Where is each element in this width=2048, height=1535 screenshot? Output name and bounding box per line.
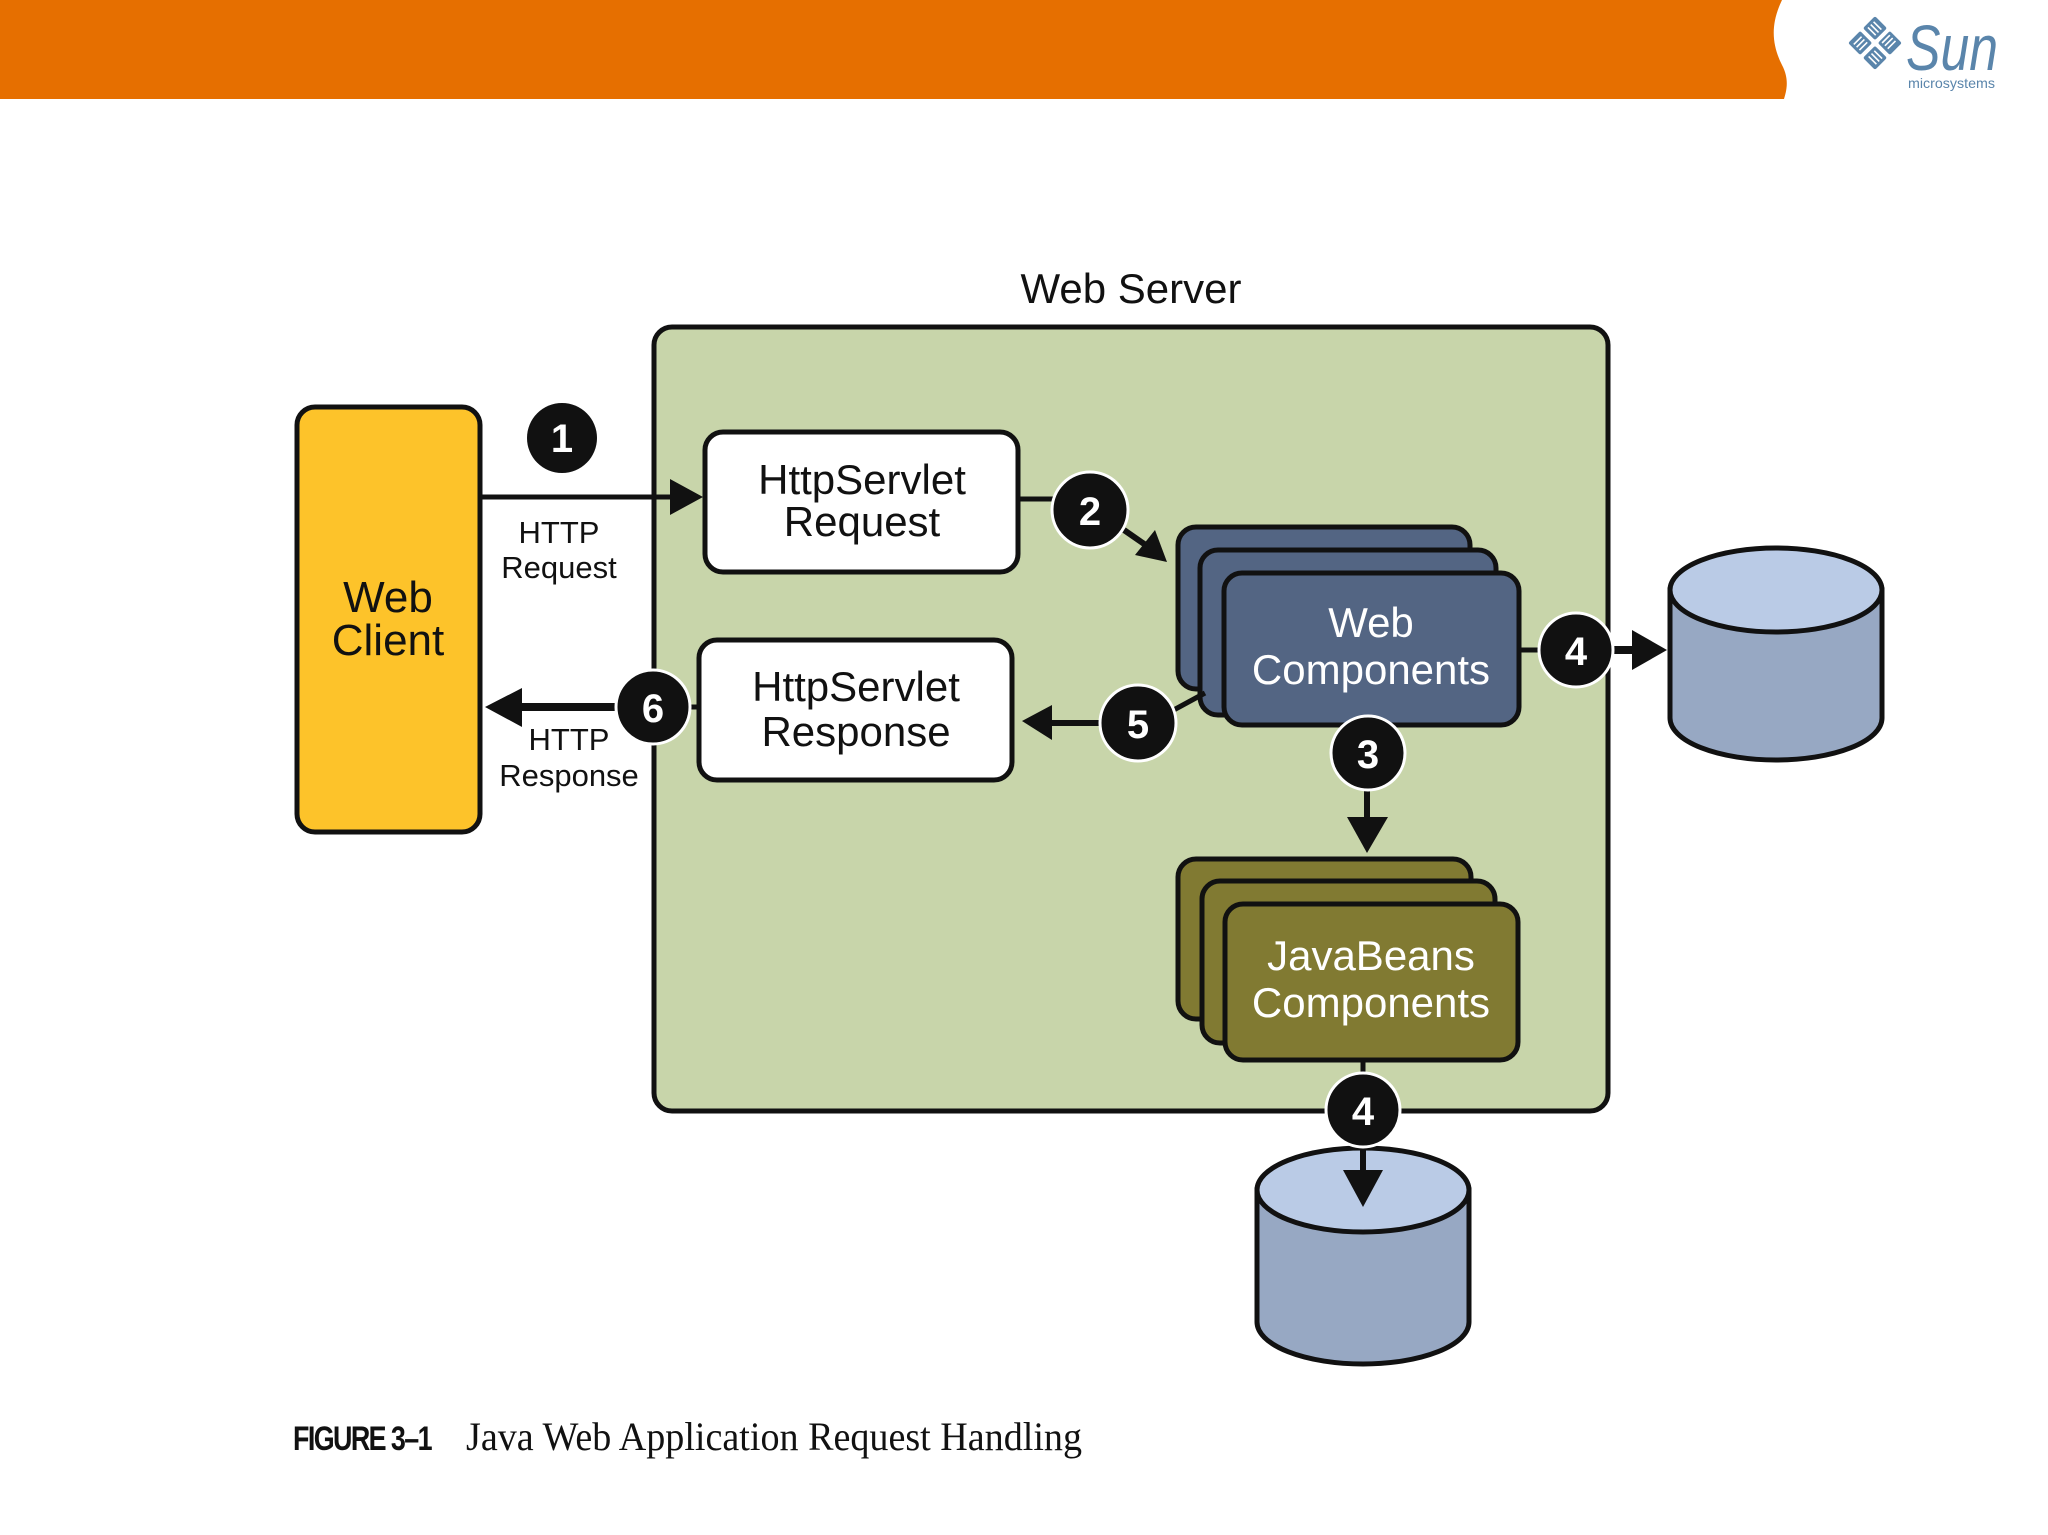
web-client-label-line2: Client — [332, 616, 445, 665]
javabeans-line2: Components — [1252, 979, 1490, 1026]
step-2-badge: 2 — [1050, 470, 1130, 550]
step3-arrowhead — [1347, 817, 1388, 853]
javabeans-components-node: JavaBeans Components — [1175, 856, 1521, 1063]
web-components-node: Web Components — [1175, 524, 1522, 728]
http-response-label-line2: Response — [499, 758, 639, 793]
step-3-badge: 3 — [1329, 714, 1407, 792]
step-5-badge: 5 — [1098, 683, 1178, 763]
web-components-line2: Components — [1252, 646, 1490, 693]
svg-text:2: 2 — [1079, 490, 1101, 534]
web-client-node: Web Client — [294, 404, 483, 835]
sun-microsystems-text: microsystems — [1908, 75, 1995, 91]
sun-logo: Sun microsystems — [1848, 12, 1998, 91]
web-components-to-step5-connector — [1168, 690, 1207, 715]
sun-diamond-logo-icon — [1848, 16, 1902, 70]
step-6-badge: 6 — [614, 668, 692, 746]
request-box-line1: HttpServlet — [758, 456, 966, 503]
figure-caption-label: FIGURE 3–1 — [293, 1420, 432, 1458]
svg-text:5: 5 — [1127, 703, 1149, 747]
svg-text:4: 4 — [1352, 1090, 1375, 1134]
http-response-label-line1: HTTP — [529, 722, 610, 757]
http-request-label-line2: Request — [501, 550, 617, 585]
step-1-badge: 1 — [527, 403, 597, 473]
step-4-bottom-badge: 4 — [1324, 1071, 1402, 1149]
response-box-line2: Response — [761, 708, 950, 755]
request-box-line2: Request — [784, 498, 941, 545]
sun-wordmark: Sun — [1906, 12, 1998, 84]
http-request-arrowhead — [670, 479, 703, 515]
web-server-title: Web Server — [1021, 265, 1242, 312]
http-response-arrowhead — [485, 688, 522, 727]
step2-arrowhead — [1135, 530, 1167, 562]
svg-text:4: 4 — [1565, 630, 1588, 674]
httpservlet-request-node: HttpServlet Request — [702, 429, 1021, 575]
svg-text:6: 6 — [642, 687, 664, 731]
svg-text:1: 1 — [551, 417, 573, 461]
step4-bottom-arrowhead — [1343, 1170, 1383, 1207]
httpservlet-response-node: HttpServlet Response — [696, 637, 1015, 783]
svg-text:3: 3 — [1357, 733, 1379, 777]
step-4-right-badge: 4 — [1537, 611, 1615, 689]
javabeans-line1: JavaBeans — [1267, 932, 1475, 979]
response-box-line1: HttpServlet — [752, 663, 960, 710]
database-right — [1667, 545, 1885, 763]
step5-arrowhead — [1022, 705, 1052, 740]
figure-caption-title: Java Web Application Request Handling — [466, 1414, 1082, 1459]
web-client-label-line1: Web — [343, 573, 433, 622]
web-components-line1: Web — [1328, 599, 1414, 646]
http-request-label-line1: HTTP — [519, 515, 600, 550]
step4-right-arrowhead — [1632, 630, 1667, 670]
header-bar — [0, 0, 1787, 99]
